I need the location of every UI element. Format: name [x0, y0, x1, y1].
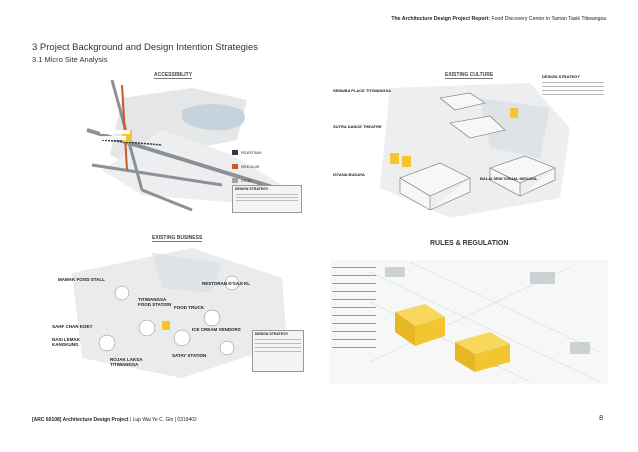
business-item-1: RESTORAN D'SAJI KL: [202, 281, 250, 286]
business-strategy-title: DESIGN STRATEGY: [255, 332, 289, 336]
business-title: EXISTING BUSINESS: [152, 235, 203, 242]
accessibility-strategy-box: DESIGN STRATEGY: [232, 185, 302, 213]
site-marker-c: [510, 108, 518, 118]
culture-item-1: SUTRA DANCE THEATRE: [333, 124, 382, 129]
site-marker-b: [402, 156, 411, 167]
business-item-6: ICE CREAM VENDORS: [192, 327, 241, 332]
rules-panel: RULES & REGULATION: [330, 232, 608, 384]
site-marker-a: [390, 153, 399, 164]
lake: [182, 104, 245, 131]
rules-map: [330, 260, 608, 384]
accessibility-legend: PEDESTRIAN VEHICULAR CYCLE: [232, 150, 261, 183]
legend-swatch-pedestrian: [232, 150, 238, 155]
page-header: The Architecture Design Project Report: …: [391, 16, 606, 22]
section-subheading: 3.1 Micro Site Analysis: [32, 55, 108, 64]
business-map: [72, 248, 287, 378]
page-footer: [ARC 60108] Architecture Design Project …: [32, 417, 197, 423]
footer-course: [ARC 60108] Architecture Design Project: [32, 417, 129, 423]
existing-business-panel: EXISTING BUSINESS MAMAK FOOD STALL RESTO…: [52, 233, 307, 383]
rules-title: RULES & REGULATION: [430, 240, 509, 247]
culture-item-0: SEMUBA PLACE TITIWANGSA: [333, 88, 392, 93]
site-marker: [162, 321, 170, 330]
legend-item-cycle: CYCLE: [232, 178, 261, 183]
culture-item-2: ISTANA BUDAYA: [333, 172, 365, 177]
business-item-3: FOOD TRUCK: [174, 305, 204, 310]
legend-label-cycle: CYCLE: [241, 178, 252, 183]
footer-details: | Lup Wai Ye C. Gin | 0319402: [128, 417, 197, 423]
report-title: The Architecture Design Project Report:: [391, 16, 490, 22]
business-item-7: ROJAK LAKSA TITIWANGSA: [110, 357, 143, 367]
legend-label-pedestrian: PEDESTRIAN: [241, 150, 262, 155]
rules-notes: [332, 267, 376, 348]
culture-map: [380, 83, 570, 218]
business-item-0: MAMAK FOOD STALL: [58, 277, 105, 282]
culture-strategy-box: DESIGN STRATEGY: [542, 74, 604, 129]
legend-swatch-cycle: [232, 178, 238, 183]
business-item-8: SATAY STATION: [172, 353, 207, 358]
existing-culture-panel: EXISTING CULTURE SEMUBA PLACE TITIWANGSA…: [330, 68, 608, 220]
legend-item-pedestrian: PEDESTRIAN: [232, 150, 261, 155]
report-subtitle: Food Discovery Center in Taman Tasik Tit…: [490, 16, 606, 22]
business-item-5: NASI LEMAK KANGKUNG: [52, 337, 80, 347]
culture-title: EXISTING CULTURE: [445, 72, 494, 79]
business-item-2: TITIWANGSA FOOD STATION: [138, 297, 172, 307]
legend-item-vehicular: VEHICULAR: [232, 164, 261, 169]
accessibility-strategy-title: DESIGN STRATEGY: [235, 187, 269, 191]
legend-label-vehicular: VEHICULAR: [241, 164, 260, 169]
culture-item-3: BALAI SENI VISUAL NEGARA: [480, 176, 537, 181]
business-strategy-box: DESIGN STRATEGY: [252, 330, 304, 372]
page-number: 8: [599, 415, 603, 422]
business-item-4: SAHF CHAR KOEY: [52, 324, 93, 329]
legend-swatch-vehicular: [232, 164, 238, 169]
accessibility-panel: ACCESSIBILITY PEDESTRIAN VEHICULAR CYCLE…: [82, 70, 307, 220]
culture-strategy-title: DESIGN STRATEGY: [542, 74, 580, 79]
accessibility-title: ACCESSIBILITY: [154, 72, 193, 79]
site-marker: [122, 130, 132, 142]
section-heading: 3 Project Background and Design Intentio…: [32, 42, 259, 53]
